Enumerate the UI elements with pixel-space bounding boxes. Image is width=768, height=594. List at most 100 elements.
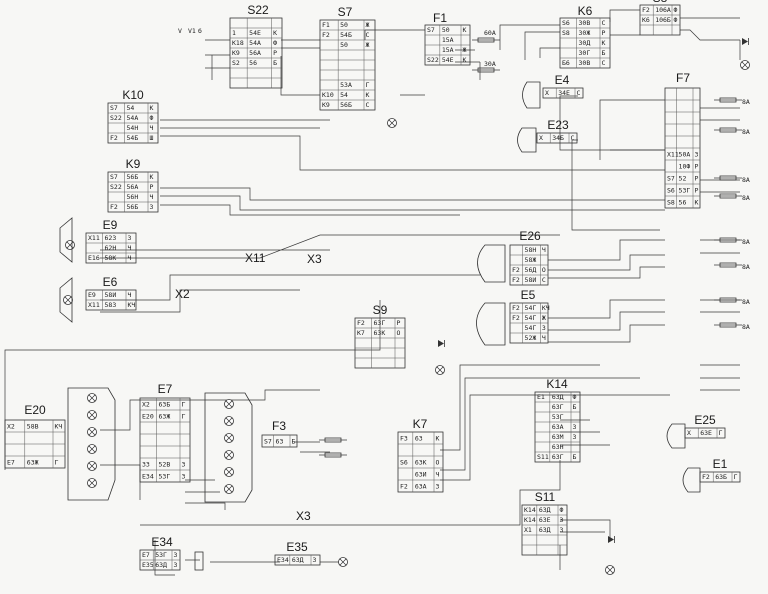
pin-cell: 54Е [442,56,454,64]
component-block-frame [85,232,137,264]
component-s8: F2106АФК6106БФS8 [639,0,681,36]
pin-cell: Ф [674,6,678,14]
pin-cell: Р [602,29,606,37]
component-block-frame [684,427,726,439]
connector-x11-label: X11 [245,251,266,265]
component-block-frame [536,132,578,144]
pin-cell: 63Г [374,319,386,327]
pin-cell: Е16 [88,254,100,262]
pin-cell: E9 [88,291,96,299]
component-label-s7: S7 [338,5,353,19]
pin-cell: S2 [232,59,240,67]
pin-cell: 50 [442,26,450,34]
pin-cell: F2 [512,276,520,284]
pin-cell: Е34 [142,473,154,481]
pin-cell: S11 [537,453,549,461]
pin-cell: 54Г [525,324,537,332]
pin-cell: 50А [679,151,691,159]
pin-cell: Ч [150,193,154,201]
component-label-e25: E25 [694,413,716,427]
pin-cell: F2 [512,314,520,322]
pin-cell: S7 [110,104,118,112]
pin-cell: 53Г [552,413,564,421]
pin-cell: 53А [340,81,352,89]
component-label-f7: F7 [676,71,690,85]
pin-cell: 52 [679,175,687,183]
pin-cell: 1 [232,29,236,37]
pin-cell: S8 [562,29,570,37]
pin-cell: 63Е [700,429,712,437]
fuse-label: 8А [742,323,750,331]
pin-cell: О [397,329,401,337]
pin-cell: Ф [573,393,577,401]
pin-cell: F3 [400,435,408,443]
pin-cell: К [150,104,154,112]
component-label-s11: S11 [535,490,556,504]
pin-cell: Ч [436,471,440,479]
pin-cell: 50 [340,41,348,49]
pin-cell: 63Д [552,393,564,401]
pin-cell: 63Г [552,453,564,461]
pin-cell: 53Г [159,473,171,481]
pin-cell: 54Г [525,314,537,322]
component-label-k14: K14 [546,377,568,391]
pin-cell: Г [182,401,186,409]
pin-cell: З [174,561,178,569]
pin-cell: З [182,473,186,481]
pin-cell: F1 [322,21,330,29]
fuse-label: 8А [742,238,750,246]
pin-cell: F2 [110,134,118,142]
component-label-e1: E1 [713,457,728,471]
component-label-e35: E35 [286,540,308,554]
pin-cell: 54Б [340,31,352,39]
pin-cell: 54А [127,114,139,122]
pin-cell: Х2 [142,401,150,409]
pin-cell: Х [545,89,549,97]
pin-cell: С [366,31,370,39]
pin-cell: К9 [232,49,240,57]
pin-cell: Б [573,453,577,461]
pin-cell: З [313,556,317,564]
pin-cell: К10 [322,91,334,99]
pin-cell: Ж [366,41,370,49]
pin-cell: 10Ф [679,163,691,171]
pin-cell: 63Ж [27,459,39,467]
pin-cell: Ч [150,124,154,132]
fuse-label: 8А [742,176,750,184]
pin-cell: Е7 [7,459,15,467]
pin-cell: 52Ж [525,334,537,342]
pin-cell: КЧ [55,423,63,431]
pin-cell: 56Б [127,173,139,181]
pin-cell: 63Д [539,506,551,514]
pin-cell: F2 [357,319,365,327]
pin-cell: 58Ж [525,256,537,264]
component-block-frame [639,4,681,36]
pin-cell: КЧ [542,304,550,312]
connector-x2-label: X2 [175,287,190,301]
connector-labels: X11 X3 X2 X3 60А 30А V V1 б [175,27,496,523]
pin-cell: Р [397,319,401,327]
pin-cell: К18 [232,39,244,47]
pin-cell: К [463,56,467,64]
pin-cell: З [573,423,577,431]
component-block-frame [229,17,283,89]
pin-cell: 30В [579,19,591,27]
component-label-e20: E20 [24,403,46,417]
pin-cell: Р [150,183,154,191]
pin-cell: 54Б [127,134,139,142]
pin-cell: К14 [524,506,536,514]
component-block-frame [139,397,191,483]
pin-cell: К [150,173,154,181]
pin-cell: 63 [415,435,423,443]
